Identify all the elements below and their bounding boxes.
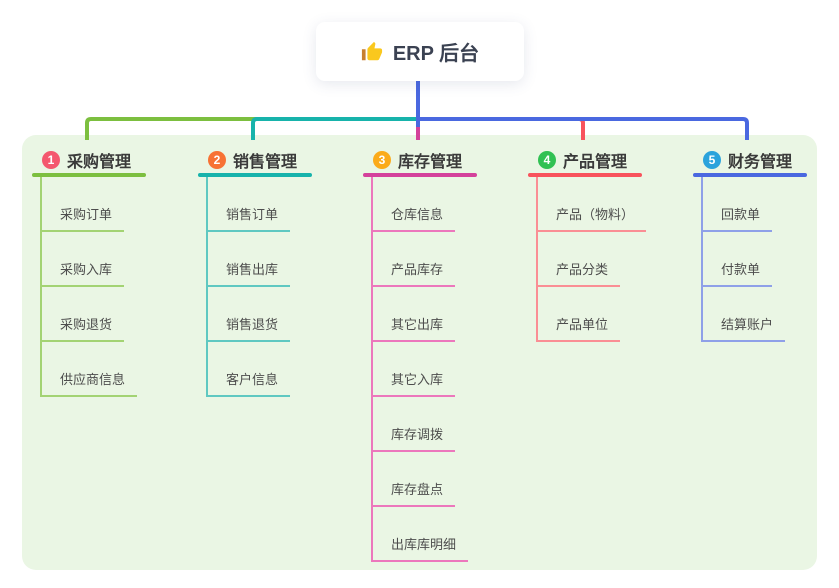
branch-badge: 3: [373, 150, 391, 169]
branch-item: 产品（物料）: [538, 177, 688, 232]
mindmap-panel: [22, 135, 817, 570]
branch-item-label[interactable]: 采购退货: [42, 314, 125, 342]
branch-badge: 1: [42, 150, 60, 169]
branch-underline: [693, 173, 807, 177]
branch-sales: 2 销售管理 销售订单 销售出库 销售退货 客户信息: [198, 150, 358, 397]
branch-node-finance[interactable]: 5 财务管理: [693, 150, 839, 171]
branch-item-label[interactable]: 产品单位: [538, 314, 621, 342]
branch-item-list: 回款单 付款单 结算账户: [701, 177, 839, 342]
branch-item-label[interactable]: 供应商信息: [42, 369, 138, 397]
branch-label: 采购管理: [67, 153, 132, 171]
branch-underline: [32, 173, 146, 177]
branch-underline: [363, 173, 477, 177]
branch-item: 客户信息: [208, 342, 358, 397]
branch-item-label[interactable]: 销售订单: [208, 204, 291, 232]
branch-item-label[interactable]: 客户信息: [208, 369, 291, 397]
branch-item-label[interactable]: 采购订单: [42, 204, 125, 232]
branch-item: 采购订单: [42, 177, 192, 232]
branch-item: 销售订单: [208, 177, 358, 232]
branch-item: 其它入库: [373, 342, 523, 397]
branch-item-list: 采购订单 采购入库 采购退货 供应商信息: [40, 177, 192, 397]
branch-item-label[interactable]: 产品分类: [538, 259, 621, 287]
branch-item: 库存调拨: [373, 397, 523, 452]
branch-item-list: 销售订单 销售出库 销售退货 客户信息: [206, 177, 358, 397]
branch-item-label[interactable]: 库存调拨: [373, 424, 456, 452]
branch-badge: 2: [208, 150, 226, 169]
branch-item: 销售退货: [208, 287, 358, 342]
branch-item: 回款单: [703, 177, 839, 232]
branch-item: 其它出库: [373, 287, 523, 342]
branch-label: 财务管理: [728, 153, 793, 171]
branch-badge: 5: [703, 150, 721, 169]
branch-item: 结算账户: [703, 287, 839, 342]
branch-item-label[interactable]: 付款单: [703, 259, 773, 287]
thumbs-up-icon: [361, 41, 383, 63]
branch-item: 付款单: [703, 232, 839, 287]
branch-item-label[interactable]: 采购入库: [42, 259, 125, 287]
branch-badge: 4: [538, 150, 556, 169]
branch-label: 销售管理: [233, 153, 298, 171]
branch-item-label[interactable]: 仓库信息: [373, 204, 456, 232]
branch-item-label[interactable]: 产品（物料）: [538, 204, 647, 232]
branch-label: 库存管理: [398, 153, 463, 171]
branch-label: 产品管理: [563, 153, 628, 171]
branch-item-label[interactable]: 销售退货: [208, 314, 291, 342]
branch-underline: [528, 173, 642, 177]
branch-item: 产品单位: [538, 287, 688, 342]
branch-item-label[interactable]: 产品库存: [373, 259, 456, 287]
branch-item: 采购退货: [42, 287, 192, 342]
branch-item-label[interactable]: 销售出库: [208, 259, 291, 287]
branch-inventory: 3 库存管理 仓库信息 产品库存 其它出库 其它入库 库存调拨 库存盘点 出库库…: [363, 150, 523, 562]
branch-node-sales[interactable]: 2 销售管理: [198, 150, 358, 171]
branch-item: 库存盘点: [373, 452, 523, 507]
branch-item-label[interactable]: 其它入库: [373, 369, 456, 397]
root-title: ERP 后台: [392, 43, 480, 65]
branch-item-list: 仓库信息 产品库存 其它出库 其它入库 库存调拨 库存盘点 出库库明细: [371, 177, 523, 562]
branch-finance: 5 财务管理 回款单 付款单 结算账户: [693, 150, 839, 342]
branch-item: 供应商信息: [42, 342, 192, 397]
branch-item-label[interactable]: 其它出库: [373, 314, 456, 342]
branch-item: 仓库信息: [373, 177, 523, 232]
branch-node-purchase[interactable]: 1 采购管理: [32, 150, 192, 171]
branch-item-label[interactable]: 库存盘点: [373, 479, 456, 507]
branch-item: 产品分类: [538, 232, 688, 287]
branch-item-label[interactable]: 回款单: [703, 204, 773, 232]
root-node[interactable]: ERP 后台: [316, 22, 524, 81]
branch-item: 产品库存: [373, 232, 523, 287]
branch-item: 采购入库: [42, 232, 192, 287]
branch-item-list: 产品（物料） 产品分类 产品单位: [536, 177, 688, 342]
branch-item: 销售出库: [208, 232, 358, 287]
branch-purchase: 1 采购管理 采购订单 采购入库 采购退货 供应商信息: [32, 150, 192, 397]
branch-item: 出库库明细: [373, 507, 523, 562]
branch-node-product[interactable]: 4 产品管理: [528, 150, 688, 171]
branch-item-label[interactable]: 结算账户: [703, 314, 786, 342]
branch-product: 4 产品管理 产品（物料） 产品分类 产品单位: [528, 150, 688, 342]
branch-node-inventory[interactable]: 3 库存管理: [363, 150, 523, 171]
branch-item-label[interactable]: 出库库明细: [373, 534, 469, 562]
branch-underline: [198, 173, 312, 177]
